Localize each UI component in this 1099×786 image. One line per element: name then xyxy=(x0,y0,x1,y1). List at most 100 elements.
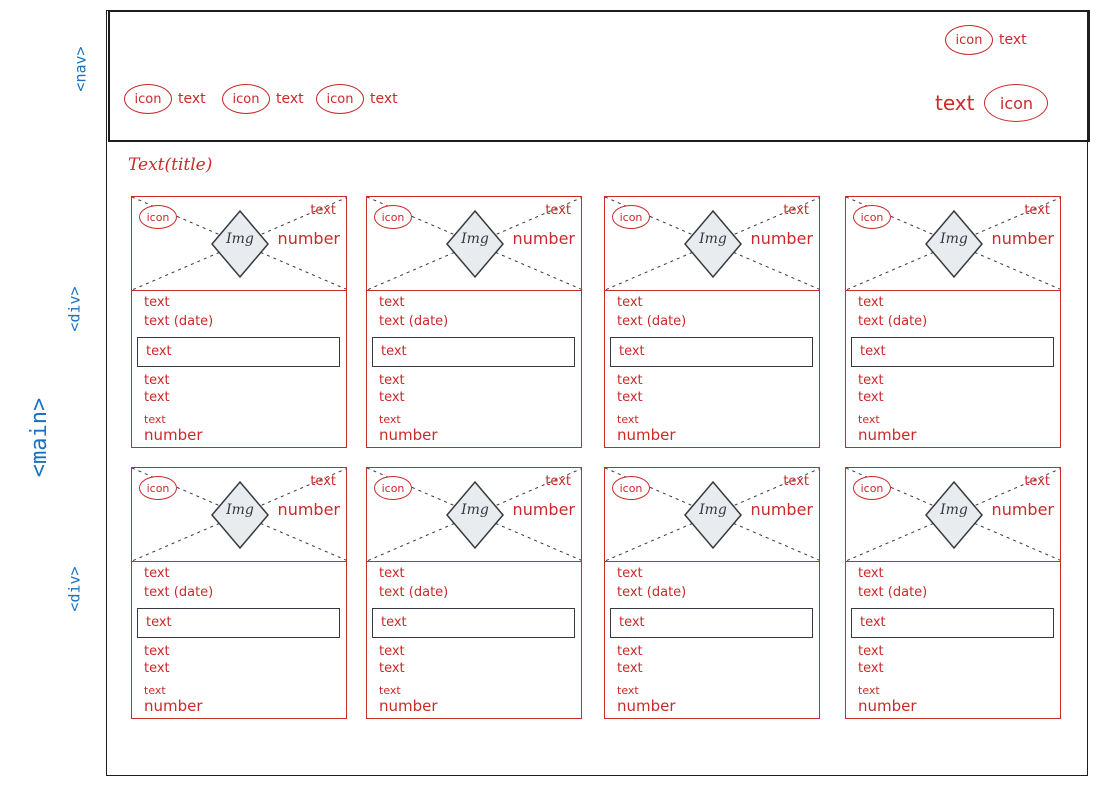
card-text-box[interactable]: text xyxy=(851,337,1054,367)
card-small-text: text xyxy=(617,684,639,697)
card-date: text (date) xyxy=(144,314,214,329)
card-text-line3: text xyxy=(858,644,884,659)
card-text-box[interactable]: text xyxy=(851,608,1054,638)
card-top-text: text xyxy=(783,203,809,218)
card-text-box[interactable]: text xyxy=(610,608,813,638)
div-annotation-row1: <div> xyxy=(65,286,84,332)
card-text-line4: text xyxy=(144,661,170,676)
card-text-box[interactable]: text xyxy=(372,337,575,367)
card-image-area: icon text number Img xyxy=(605,197,819,291)
nav-icon-1: icon xyxy=(124,84,172,114)
product-card[interactable]: icon text number Img text text (date) te… xyxy=(845,467,1061,719)
card-top-number: number xyxy=(750,500,813,519)
card-number: number xyxy=(379,697,438,715)
card-icon[interactable]: icon xyxy=(612,205,650,229)
card-top-number: number xyxy=(277,500,340,519)
product-card[interactable]: icon text number Img text text (date) te… xyxy=(604,196,820,448)
product-card[interactable]: icon text number Img text text (date) te… xyxy=(845,196,1061,448)
nav-bottom-right-label: text xyxy=(935,91,975,115)
card-icon[interactable]: icon xyxy=(853,476,891,500)
card-text-line1: text xyxy=(617,566,643,581)
card-top-text: text xyxy=(783,474,809,489)
card-text-line1: text xyxy=(144,295,170,310)
card-image-area: icon text number Img xyxy=(846,197,1060,291)
image-placeholder-icon xyxy=(132,197,346,290)
product-card[interactable]: icon text number Img text text (date) te… xyxy=(366,467,582,719)
card-top-text: text xyxy=(1024,474,1050,489)
card-text-line4: text xyxy=(858,661,884,676)
card-top-text: text xyxy=(545,203,571,218)
nav-link-1[interactable]: icon text xyxy=(124,84,206,114)
card-icon[interactable]: icon xyxy=(139,476,177,500)
card-icon[interactable]: icon xyxy=(853,205,891,229)
nav-link-label: text xyxy=(276,91,304,107)
card-top-text: text xyxy=(545,474,571,489)
card-image-area: icon text number Img xyxy=(367,197,581,291)
nav-icon-3: icon xyxy=(316,84,364,114)
card-text-box[interactable]: text xyxy=(137,608,340,638)
image-placeholder-icon xyxy=(605,197,819,290)
image-placeholder-icon xyxy=(132,468,346,561)
card-image-area: icon text number Img xyxy=(846,468,1060,562)
card-number: number xyxy=(617,426,676,444)
card-text-line4: text xyxy=(617,661,643,676)
product-card[interactable]: icon text number Img text text (date) te… xyxy=(604,467,820,719)
card-date: text (date) xyxy=(379,585,449,600)
card-number: number xyxy=(144,697,203,715)
main-annotation: <main> xyxy=(27,397,53,478)
card-top-number: number xyxy=(512,229,575,248)
card-icon[interactable]: icon xyxy=(139,205,177,229)
card-number: number xyxy=(379,426,438,444)
card-top-number: number xyxy=(991,229,1054,248)
card-text-box[interactable]: text xyxy=(372,608,575,638)
card-image-area: icon text number Img xyxy=(132,468,346,562)
nav-top-right-label: text xyxy=(999,32,1027,48)
card-icon[interactable]: icon xyxy=(374,205,412,229)
card-text-line3: text xyxy=(379,644,405,659)
div-annotation-row2: <div> xyxy=(65,566,84,612)
card-small-text: text xyxy=(617,413,639,426)
card-img-label: Img xyxy=(226,502,254,518)
card-text-line1: text xyxy=(379,566,405,581)
card-text-line4: text xyxy=(617,390,643,405)
card-top-number: number xyxy=(750,229,813,248)
nav-top-right[interactable]: icon text xyxy=(945,25,1027,55)
nav-annotation: <nav> xyxy=(71,46,90,92)
card-number: number xyxy=(858,426,917,444)
nav-top-right-icon: icon xyxy=(945,25,993,55)
product-card[interactable]: icon text number Img text text (date) te… xyxy=(131,467,347,719)
card-text-line3: text xyxy=(144,373,170,388)
card-date: text (date) xyxy=(379,314,449,329)
card-text-line3: text xyxy=(144,644,170,659)
image-placeholder-icon xyxy=(367,197,581,290)
card-small-text: text xyxy=(144,684,166,697)
nav-link-3[interactable]: icon text xyxy=(316,84,398,114)
card-text-line1: text xyxy=(858,566,884,581)
card-icon[interactable]: icon xyxy=(612,476,650,500)
card-text-line4: text xyxy=(144,390,170,405)
image-placeholder-icon xyxy=(846,197,1060,290)
card-top-number: number xyxy=(991,500,1054,519)
product-card[interactable]: icon text number Img text text (date) te… xyxy=(366,196,582,448)
product-card[interactable]: icon text number Img text text (date) te… xyxy=(131,196,347,448)
card-img-label: Img xyxy=(940,502,968,518)
card-small-text: text xyxy=(379,413,401,426)
card-img-label: Img xyxy=(940,231,968,247)
card-small-text: text xyxy=(858,413,880,426)
nav-link-2[interactable]: icon text xyxy=(222,84,304,114)
nav-bottom-right[interactable]: text icon xyxy=(935,84,1049,122)
card-text-line3: text xyxy=(858,373,884,388)
card-icon[interactable]: icon xyxy=(374,476,412,500)
nav-icon-2: icon xyxy=(222,84,270,114)
card-text-box[interactable]: text xyxy=(137,337,340,367)
card-small-text: text xyxy=(144,413,166,426)
card-number: number xyxy=(617,697,676,715)
card-img-label: Img xyxy=(461,231,489,247)
card-img-label: Img xyxy=(461,502,489,518)
nav-link-label: text xyxy=(178,91,206,107)
card-text-box[interactable]: text xyxy=(610,337,813,367)
card-number: number xyxy=(858,697,917,715)
card-top-text: text xyxy=(1024,203,1050,218)
card-img-label: Img xyxy=(699,502,727,518)
nav-bottom-right-icon: icon xyxy=(984,84,1049,122)
